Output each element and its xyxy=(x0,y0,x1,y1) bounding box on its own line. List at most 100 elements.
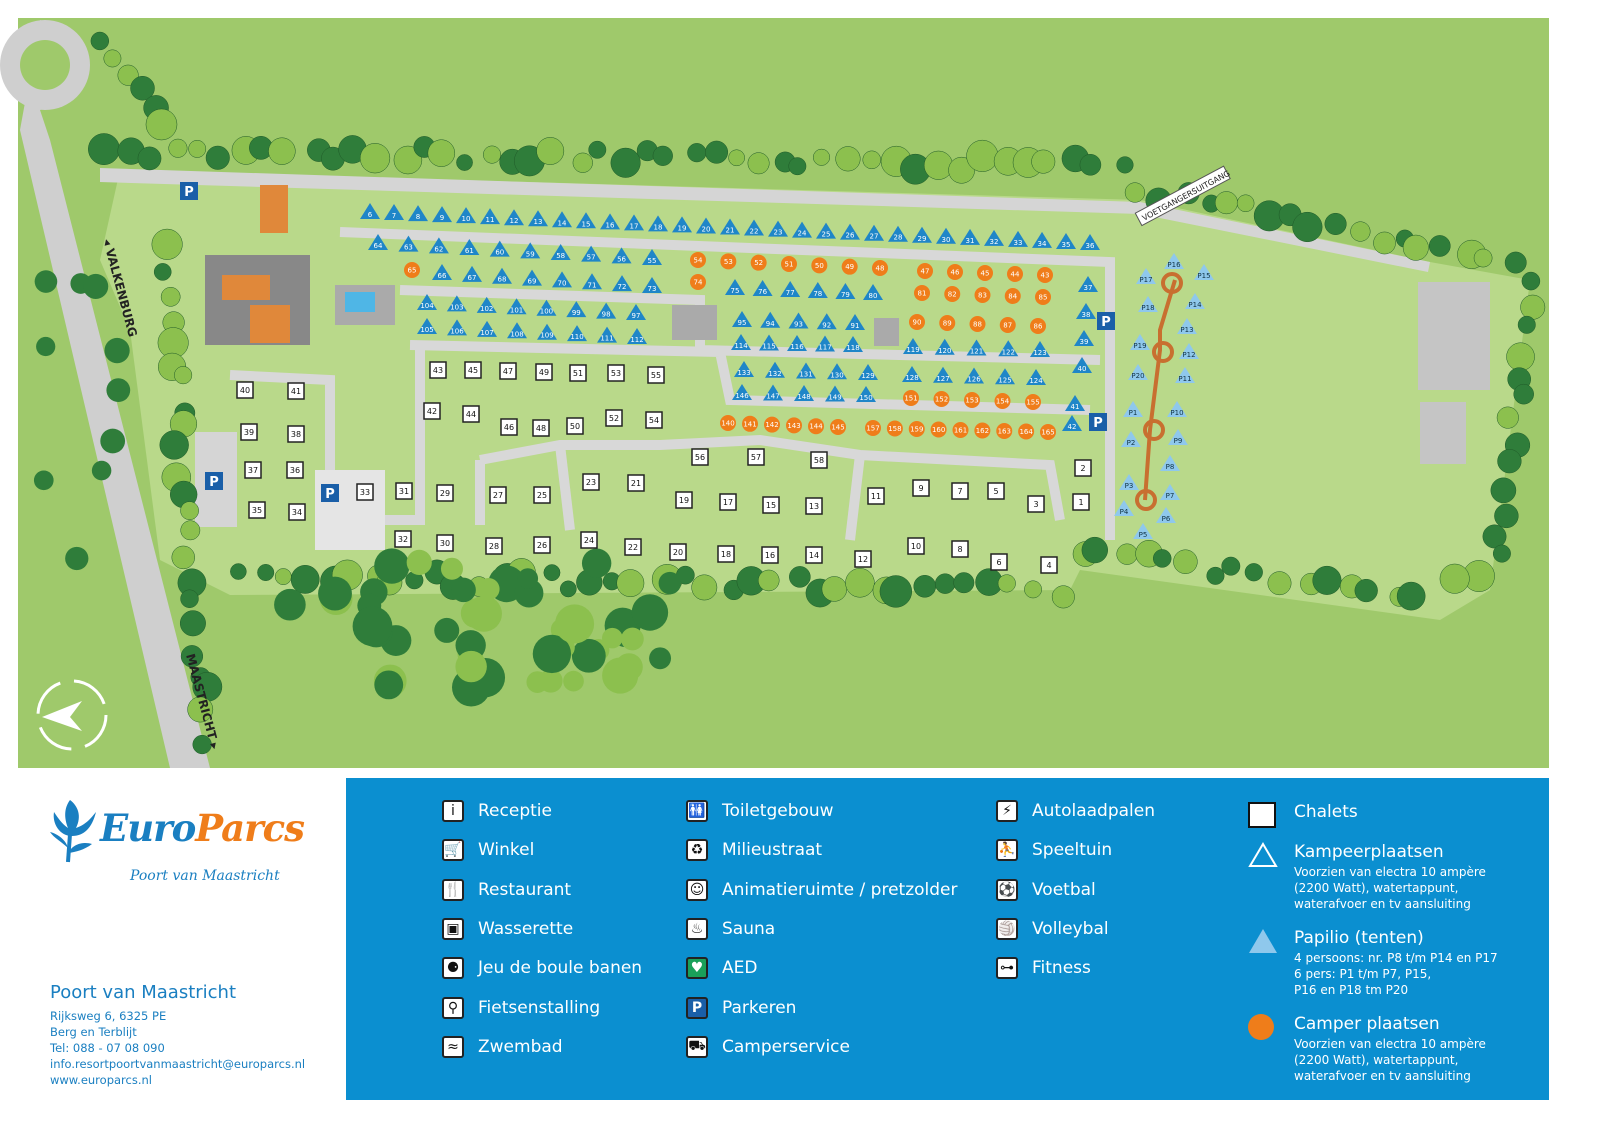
chalet[interactable]: 55 xyxy=(647,366,665,384)
chalet[interactable]: 32 xyxy=(394,530,412,548)
papilio-tent[interactable]: P16 xyxy=(1164,253,1184,269)
chalet[interactable]: 20 xyxy=(669,543,687,561)
camper-pitch[interactable]: 88 xyxy=(969,316,986,332)
tent-pitch[interactable]: 41 xyxy=(1065,395,1085,411)
tent-pitch[interactable]: 27 xyxy=(864,224,884,241)
tent-pitch[interactable]: 35 xyxy=(1056,232,1076,249)
chalet[interactable]: 44 xyxy=(462,405,480,423)
tent-pitch[interactable]: 92 xyxy=(816,313,837,330)
papilio-tent[interactable]: P6 xyxy=(1156,507,1176,523)
tent-pitch[interactable]: 57 xyxy=(581,245,602,262)
papilio-tent[interactable]: P3 xyxy=(1119,474,1139,490)
camper-pitch[interactable]: 84 xyxy=(1004,288,1021,304)
tent-pitch[interactable]: 11 xyxy=(480,208,500,225)
tent-pitch[interactable]: 70 xyxy=(552,271,572,288)
chalet[interactable]: 17 xyxy=(719,493,737,511)
tent-pitch[interactable]: 19 xyxy=(672,216,692,233)
chalet[interactable]: 7 xyxy=(951,482,969,500)
tent-pitch[interactable]: 111 xyxy=(597,326,617,343)
camper-pitch[interactable]: 81 xyxy=(914,285,930,301)
tent-pitch[interactable]: 59 xyxy=(520,242,541,259)
camper-pitch[interactable]: 65 xyxy=(404,262,420,278)
chalet[interactable]: 48 xyxy=(532,419,550,437)
chalet[interactable]: 53 xyxy=(607,364,625,382)
camper-pitch[interactable]: 154 xyxy=(994,393,1011,409)
chalet[interactable]: 51 xyxy=(569,364,587,382)
tent-pitch[interactable]: 99 xyxy=(566,301,587,318)
tent-pitch[interactable]: 61 xyxy=(459,239,480,255)
camper-pitch[interactable]: 51 xyxy=(781,256,797,272)
camper-pitch[interactable]: 87 xyxy=(999,317,1016,333)
tent-pitch[interactable]: 130 xyxy=(827,363,847,380)
tent-pitch[interactable]: 29 xyxy=(912,226,932,243)
tent-pitch[interactable]: 62 xyxy=(428,237,449,254)
papilio-tent[interactable]: P1 xyxy=(1123,401,1143,417)
tent-pitch[interactable]: 95 xyxy=(732,311,752,327)
tent-pitch[interactable]: 63 xyxy=(398,235,419,252)
tent-pitch[interactable]: 98 xyxy=(596,302,617,319)
camper-pitch[interactable]: 83 xyxy=(974,287,991,303)
camper-pitch[interactable]: 48 xyxy=(872,260,888,276)
camper-pitch[interactable]: 89 xyxy=(939,315,956,331)
chalet[interactable]: 19 xyxy=(675,491,693,509)
tent-pitch[interactable]: 26 xyxy=(840,223,860,240)
papilio-tent[interactable]: P14 xyxy=(1185,293,1205,309)
tent-pitch[interactable]: 58 xyxy=(550,244,571,260)
tent-pitch[interactable]: 100 xyxy=(536,299,557,316)
tent-pitch[interactable]: 73 xyxy=(642,277,662,293)
tent-pitch[interactable]: 69 xyxy=(522,269,542,286)
camper-pitch[interactable]: 47 xyxy=(917,263,933,279)
tent-pitch[interactable]: 42 xyxy=(1062,415,1082,431)
chalet[interactable]: 27 xyxy=(489,486,507,504)
chalet[interactable]: 31 xyxy=(395,482,413,500)
tent-pitch[interactable]: 79 xyxy=(835,283,856,299)
chalet[interactable]: 56 xyxy=(691,448,709,466)
tent-pitch[interactable]: 112 xyxy=(627,328,647,344)
papilio-tent[interactable]: P7 xyxy=(1160,484,1180,500)
chalet[interactable]: 12 xyxy=(854,550,872,568)
camper-pitch[interactable]: 49 xyxy=(841,258,858,275)
tent-pitch[interactable]: 104 xyxy=(417,294,437,310)
camper-pitch[interactable]: 163 xyxy=(996,423,1013,439)
chalet[interactable]: 28 xyxy=(485,537,503,555)
chalet[interactable]: 22 xyxy=(624,538,642,556)
chalet[interactable]: 38 xyxy=(287,425,305,443)
tent-pitch[interactable]: 32 xyxy=(984,229,1004,246)
tent-pitch[interactable]: 37 xyxy=(1078,276,1098,292)
chalet[interactable]: 29 xyxy=(436,484,454,502)
chalet[interactable]: 18 xyxy=(717,545,735,563)
tent-pitch[interactable]: 15 xyxy=(576,212,596,229)
chalet[interactable]: 25 xyxy=(533,486,551,504)
camper-pitch[interactable]: 165 xyxy=(1040,424,1056,440)
camper-pitch[interactable]: 145 xyxy=(830,419,846,435)
tent-pitch[interactable]: 149 xyxy=(825,385,845,402)
tent-pitch[interactable]: 126 xyxy=(964,367,984,384)
camper-pitch[interactable]: 140 xyxy=(720,415,736,431)
chalet[interactable]: 13 xyxy=(805,497,823,515)
tent-pitch[interactable]: 31 xyxy=(960,228,980,245)
chalet[interactable]: 52 xyxy=(605,409,623,427)
tent-pitch[interactable]: 9 xyxy=(432,206,452,223)
tent-pitch[interactable]: 67 xyxy=(462,265,482,282)
chalet[interactable]: 43 xyxy=(429,361,447,379)
chalet[interactable]: 41 xyxy=(287,382,305,400)
chalet[interactable]: 42 xyxy=(423,402,441,420)
papilio-tent[interactable]: P8 xyxy=(1160,455,1180,471)
tent-pitch[interactable]: 12 xyxy=(504,209,524,226)
chalet[interactable]: 39 xyxy=(240,423,258,441)
chalet[interactable]: 21 xyxy=(627,474,645,492)
camper-pitch[interactable]: 153 xyxy=(964,392,980,408)
tent-pitch[interactable]: 94 xyxy=(760,311,781,328)
tent-pitch[interactable]: 105 xyxy=(417,318,437,334)
tent-pitch[interactable]: 6 xyxy=(360,203,380,219)
tent-pitch[interactable]: 20 xyxy=(696,217,716,234)
chalet[interactable]: 14 xyxy=(805,546,823,564)
tent-pitch[interactable]: 75 xyxy=(725,279,745,295)
tent-pitch[interactable]: 72 xyxy=(612,275,632,292)
camper-pitch[interactable]: 54 xyxy=(690,252,706,268)
tent-pitch[interactable]: 10 xyxy=(456,207,476,224)
tent-pitch[interactable]: 93 xyxy=(788,312,809,329)
chalet[interactable]: 11 xyxy=(867,487,885,505)
papilio-tent[interactable]: P5 xyxy=(1133,523,1153,539)
tent-pitch[interactable]: 40 xyxy=(1072,357,1092,373)
